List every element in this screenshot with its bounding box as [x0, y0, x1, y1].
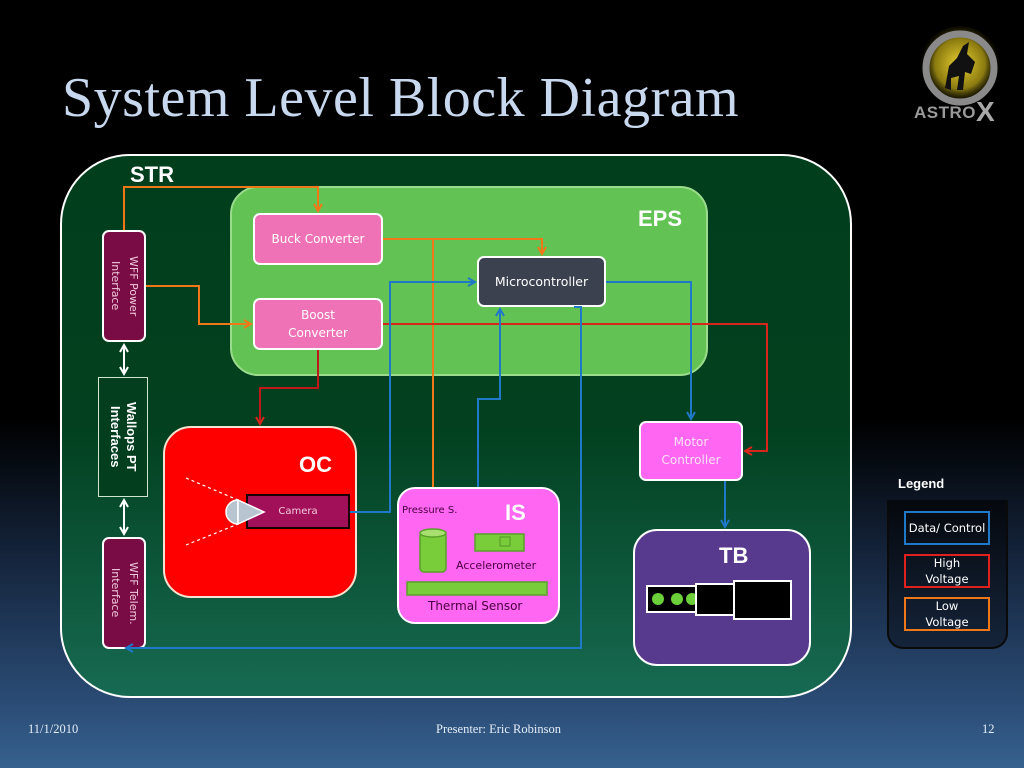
- legend-panel: [887, 500, 1008, 649]
- camera-label: Camera: [278, 506, 318, 517]
- astrox-logo-icon: [918, 26, 1002, 110]
- str-label: STR: [130, 162, 174, 187]
- legend-data-control-label: Data/ Control: [908, 521, 986, 535]
- tb-label: TB: [719, 543, 749, 568]
- footer-date: 11/1/2010: [28, 722, 79, 736]
- legend-title: Legend: [898, 476, 945, 491]
- wallops-pt-interfaces-label: Wallops PT Interfaces: [108, 402, 139, 472]
- camera-block[interactable]: Camera: [246, 494, 350, 529]
- legend-low-voltage: Low Voltage: [904, 597, 990, 631]
- wff-power-interface-block[interactable]: WFF Power Interface: [102, 230, 146, 342]
- pressure-sensor-label: Pressure S.: [402, 505, 458, 516]
- oc-label: OC: [299, 452, 332, 477]
- legend-data-control: Data/ Control: [904, 511, 990, 545]
- motor-controller-block[interactable]: Motor Controller: [639, 421, 743, 481]
- boost-converter-block[interactable]: Boost Converter: [253, 298, 383, 350]
- wff-telem-interface-block[interactable]: WFF Telem. Interface: [102, 537, 146, 649]
- legend-high-voltage-label: High Voltage: [925, 556, 969, 586]
- legend-high-voltage: High Voltage: [904, 554, 990, 588]
- slide-title: System Level Block Diagram: [62, 67, 740, 129]
- microcontroller-block[interactable]: Microcontroller: [477, 256, 606, 307]
- footer-presenter: Presenter: Eric Robinson: [436, 722, 561, 736]
- footer-page-number: 12: [982, 722, 995, 736]
- wallops-pt-interfaces-block[interactable]: Wallops PT Interfaces: [98, 377, 148, 497]
- buck-converter-label: Buck Converter: [271, 232, 365, 246]
- buck-converter-block[interactable]: Buck Converter: [253, 213, 383, 265]
- accelerometer-label: Accelerometer: [456, 559, 537, 572]
- thermal-sensor-label: Thermal Sensor: [428, 599, 523, 613]
- logo-text: ASTROX: [914, 96, 996, 127]
- microcontroller-label: Microcontroller: [494, 273, 589, 289]
- wff-power-interface-label: WFF Power Interface: [109, 255, 140, 317]
- is-label: IS: [505, 500, 526, 525]
- eps-label: EPS: [638, 206, 683, 231]
- boost-converter-label: Boost Converter: [288, 308, 348, 340]
- wff-telem-interface-label: WFF Telem. Interface: [109, 561, 140, 625]
- motor-controller-label: Motor Controller: [661, 435, 721, 467]
- legend-low-voltage-label: Low Voltage: [925, 599, 969, 629]
